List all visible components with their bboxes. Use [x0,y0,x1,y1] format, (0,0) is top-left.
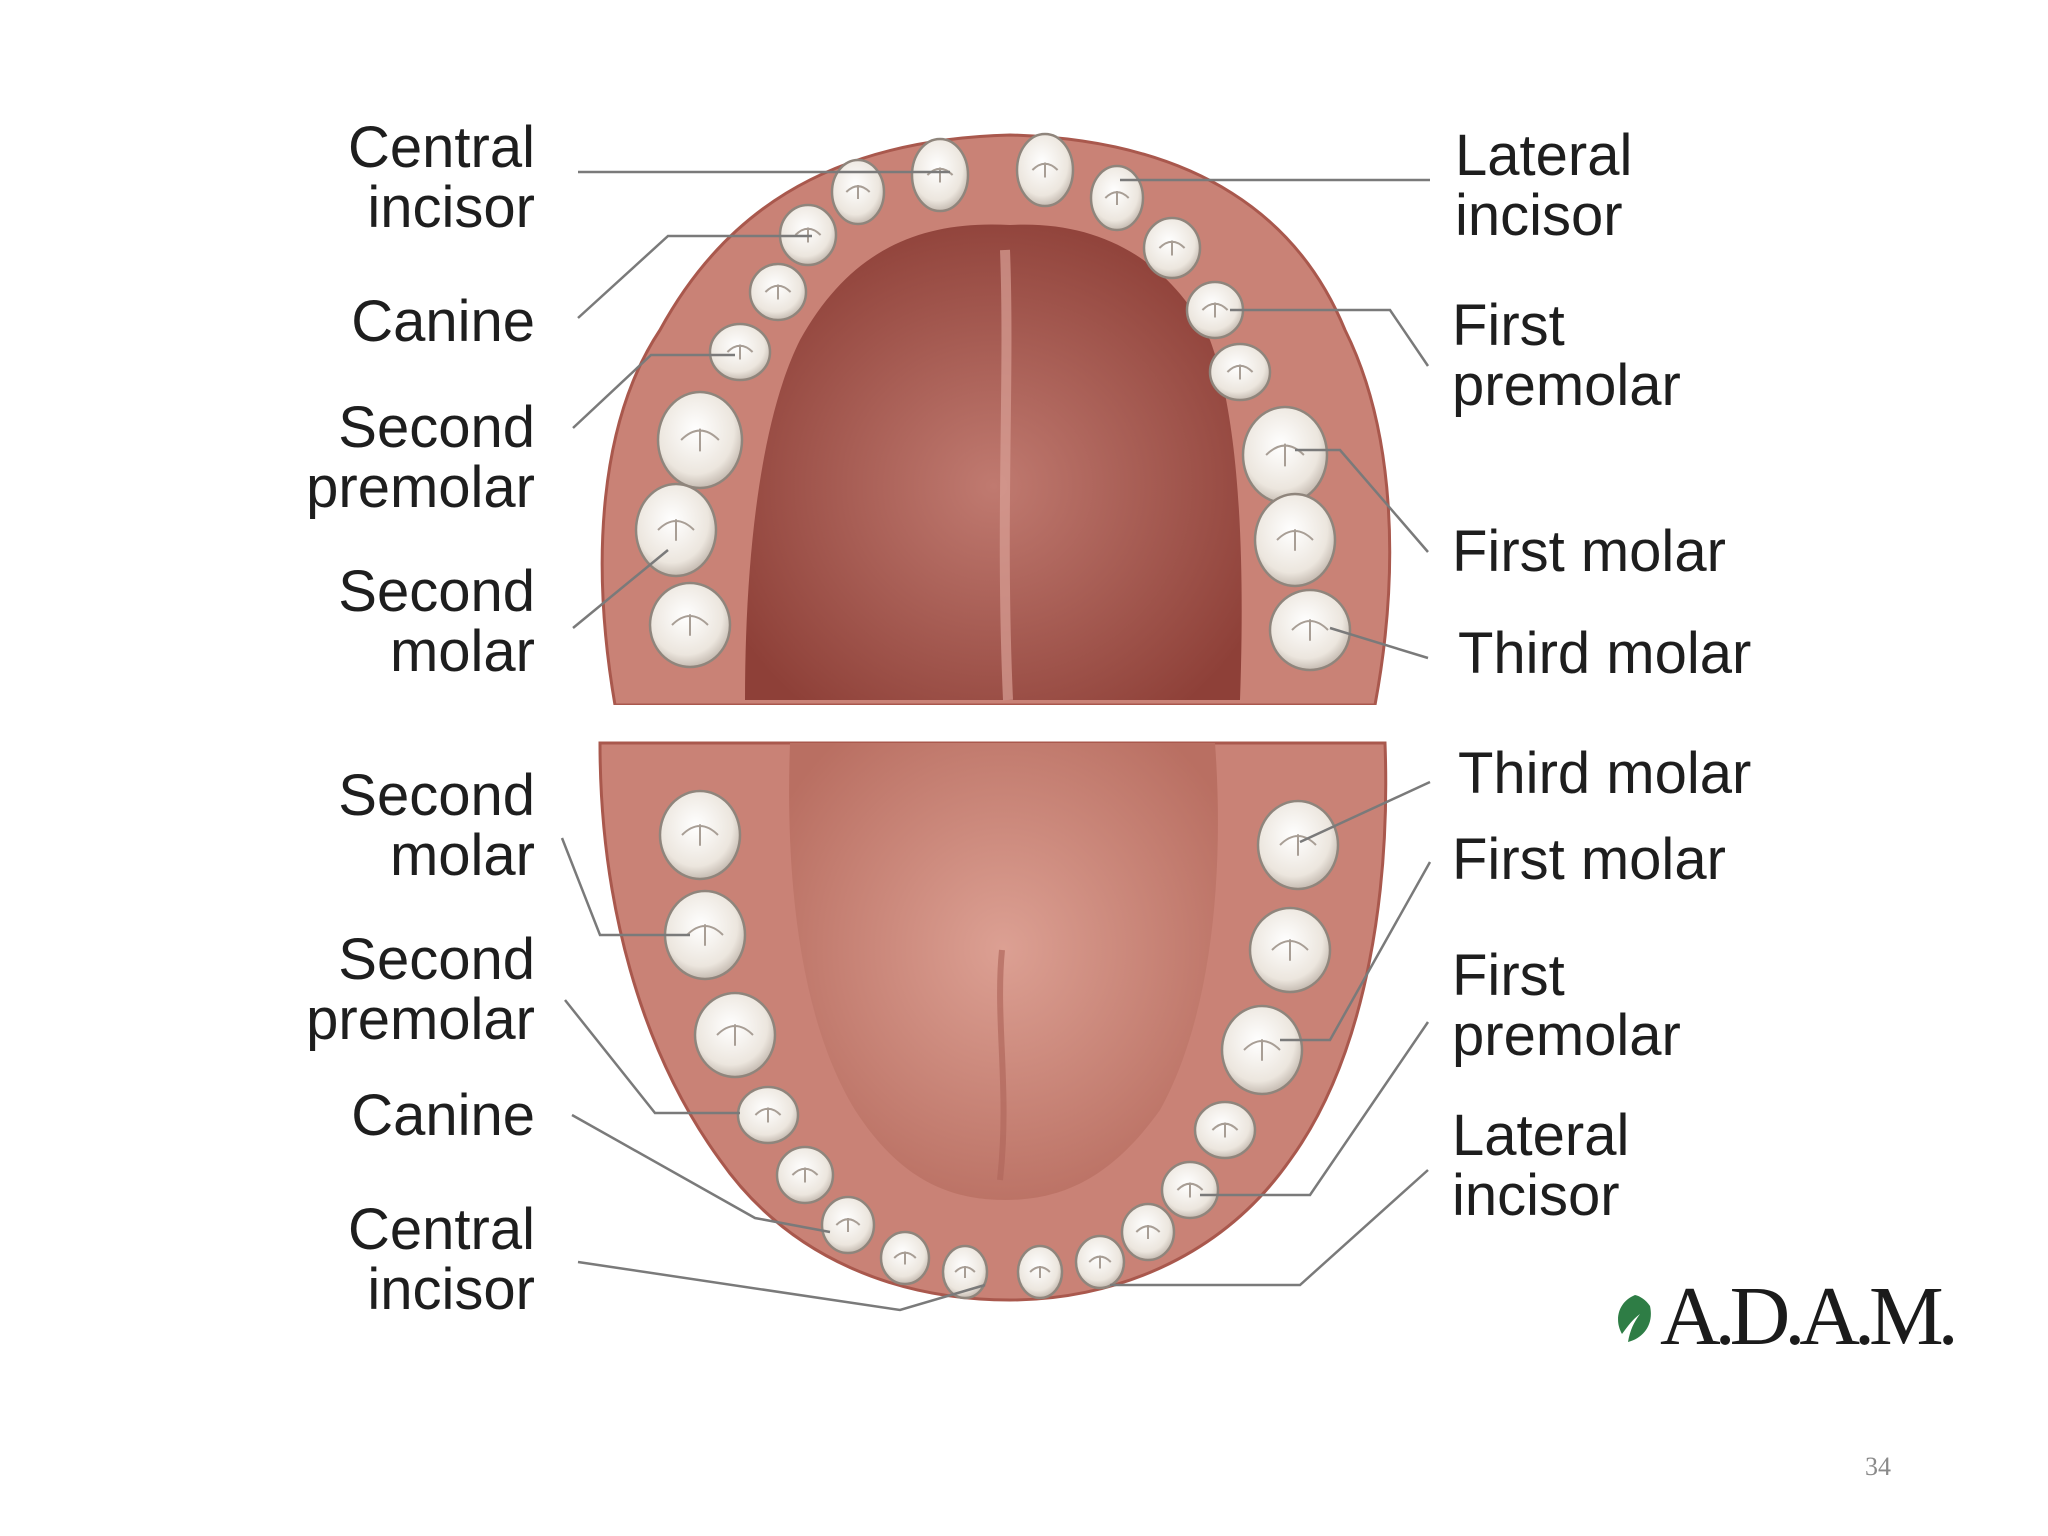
upper-tooth-canine-right-groove [1158,240,1186,256]
lower-jaw [598,741,1388,1302]
upper-tooth-first-molar-right-groove [1265,443,1305,467]
logo-text: A.D.A.M. [1660,1270,1959,1363]
label-upper-canine: Canine [351,289,535,354]
leader-lines [560,170,1432,1312]
leader-lower-third-molar [1299,780,1431,844]
lower-tooth-first-premolar-left-groove [791,1167,819,1183]
label-lower-first-molar: First molar [1452,827,1726,892]
lower-tooth-second-premolar-left-groove [754,1107,782,1123]
label-lower-central-incisor: Central incisor [348,1197,535,1322]
label-upper-second-premolar: Second premolar [306,395,535,520]
tongue-median-groove [997,949,1007,1181]
lower-tooth-second-molar-left-groove [686,924,724,946]
upper-tooth-central-right-groove [1031,162,1059,178]
label-lower-canine: Canine [351,1083,535,1148]
leader-lower-lateral-incisor [1110,1169,1429,1287]
leader-upper-second-premolar [572,353,735,429]
lower-tooth-lateral-right-groove [1088,1255,1112,1269]
label-upper-second-molar: Second molar [338,559,535,684]
leader-lower-second-premolar [564,999,740,1115]
page-number: 34 [1865,1452,1891,1481]
upper-tooth-first-premolar-right-groove [1201,302,1229,318]
label-lower-lateral-incisor: Lateral incisor [1452,1103,1630,1228]
lower-tooth-first-premolar-right-groove [1176,1182,1204,1198]
lower-tooth-third-molar-left-groove [681,824,719,846]
palatine-raphe [999,249,1013,701]
lower-tooth-lateral-left-groove [893,1251,917,1265]
lower-tooth-canine-left-groove [835,1217,861,1233]
upper-tooth-third-molar-right-groove [1291,619,1329,641]
label-lower-first-premolar: First premolar [1452,943,1681,1068]
label-upper-lateral-incisor: Lateral incisor [1455,123,1633,248]
upper-tooth-lateral-right-groove [1104,190,1130,206]
upper-tooth-third-molar-left-groove [671,614,709,636]
lower-teeth [658,789,1340,1300]
lower-tooth-central-right-groove [1029,1266,1051,1278]
upper-tooth-second-premolar-left-groove [726,344,754,360]
lower-tooth-first-molar-left-groove [716,1024,754,1046]
label-upper-central-incisor: Central incisor [348,115,535,240]
leader-first-molar [1295,448,1429,553]
label-upper-first-molar: First molar [1452,519,1726,584]
leader-upper-canine [577,234,812,319]
upper-tooth-second-molar-right-groove [1276,529,1314,551]
leader-upper-second-molar [572,549,669,629]
leader-lower-second-molar [560,837,690,937]
lower-tooth-central-left-groove [954,1266,976,1278]
leader-lower-central-incisor [577,1260,986,1312]
leaf-icon [1618,1295,1651,1342]
label-upper-first-premolar: First premolar [1452,293,1681,418]
upper-tooth-lateral-left-groove [845,184,871,200]
label-lower-second-premolar: Second premolar [306,927,535,1052]
jaw-gap [590,705,1390,743]
lower-tooth-canine-right-groove [1135,1224,1161,1240]
tongue [789,743,1218,1200]
upper-tooth-second-premolar-right-groove [1226,364,1254,380]
lower-tooth-third-molar-right-groove [1279,834,1317,856]
leader-lower-canine [571,1113,831,1234]
label-lower-third-molar: Third molar [1458,741,1752,806]
leader-first-premolar [1230,308,1430,367]
upper-tooth-first-molar-left-groove [680,428,720,452]
upper-tooth-first-premolar-left-groove [764,284,792,300]
label-upper-third-molar: Third molar [1458,621,1752,686]
label-lower-second-molar: Second molar [338,763,535,888]
lower-tooth-first-molar-right-groove [1243,1039,1281,1061]
leader-lower-first-molar [1280,861,1432,1042]
lower-tooth-second-premolar-right-groove [1211,1122,1239,1138]
lower-tooth-second-molar-right-groove [1271,939,1309,961]
adam-logo: A.D.A.M. [1610,1272,1959,1362]
upper-teeth [634,132,1352,672]
leader-third-molar [1329,626,1429,660]
hard-palate [745,224,1242,700]
upper-jaw [600,132,1392,707]
upper-tooth-second-molar-left-groove [657,519,695,541]
leader-lower-first-premolar [1200,1021,1430,1197]
